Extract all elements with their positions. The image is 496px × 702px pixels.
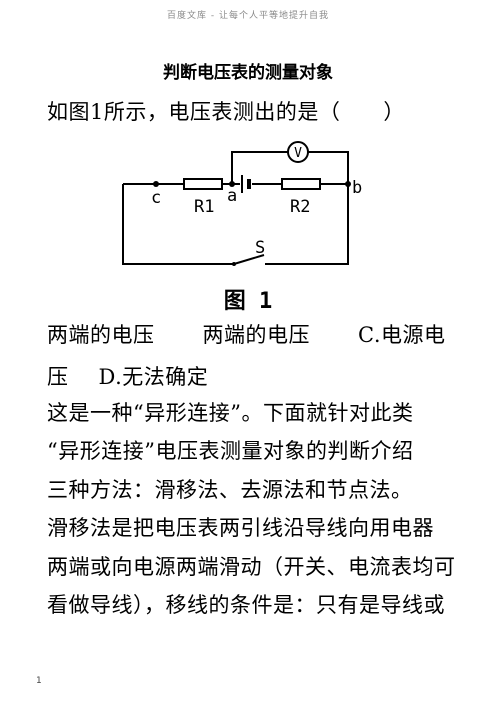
question-text: 如图1所示，电压表测出的是（ ） [47, 100, 405, 124]
switch-s [233, 254, 265, 265]
label-c: c [151, 188, 161, 208]
left-bottom-wire [122, 184, 234, 265]
option-c-cont: 压 [47, 365, 69, 389]
figure-caption: 图 1 [223, 289, 273, 314]
resistor-r1 [183, 178, 223, 190]
page-title: 判断电压表的测量对象 [163, 63, 333, 83]
paragraph2-line: 看做导线），移线的条件是：只有是导线或 [47, 593, 445, 617]
paragraph2-line: 两端或向电源两端滑动（开关、电流表均可 [47, 555, 456, 579]
option-b: 两端的电压 [202, 323, 310, 347]
page-number: 1 [36, 676, 42, 686]
paragraph1-line: 三种方法：滑移法、去源法和节点法。 [47, 478, 413, 502]
voltmeter-label: V [294, 146, 302, 161]
battery-symbol [241, 175, 251, 193]
voltmeter-lead-right [308, 151, 349, 184]
switch-pivot [232, 262, 236, 266]
label-a: a [227, 186, 237, 206]
node-c [153, 181, 159, 187]
node-a [229, 181, 235, 187]
resistor-r2 [281, 178, 321, 190]
paragraph2-line: 滑移法是把电压表两引线沿导线向用电器 [47, 516, 434, 540]
paragraph1-line: 这是一种“异形连接”。下面就针对此类 [47, 401, 414, 425]
voltmeter-lead-left [231, 151, 288, 184]
header-watermark: 百度文库 - 让每个人平等地提升自我 [167, 11, 329, 21]
option-d: D.无法确定 [98, 365, 209, 389]
label-r1: R1 [194, 197, 214, 217]
label-switch: S [255, 238, 265, 258]
label-r2: R2 [290, 197, 310, 217]
option-a: 两端的电压 [47, 323, 155, 347]
paragraph1-line: “异形连接”电压表测量对象的判断介绍 [47, 439, 414, 463]
options-line-1: 两端的电压 两端的电压 C.电源电 [47, 321, 446, 349]
label-b: b [352, 178, 362, 198]
right-bottom-wire [265, 184, 349, 265]
voltmeter-symbol [287, 141, 309, 163]
options-line-2: 压 D.无法确定 [47, 363, 208, 391]
option-c: C.电源电 [358, 323, 446, 347]
node-b [345, 181, 351, 187]
circuit-diagram: V c a b R1 R2 S [122, 141, 362, 266]
